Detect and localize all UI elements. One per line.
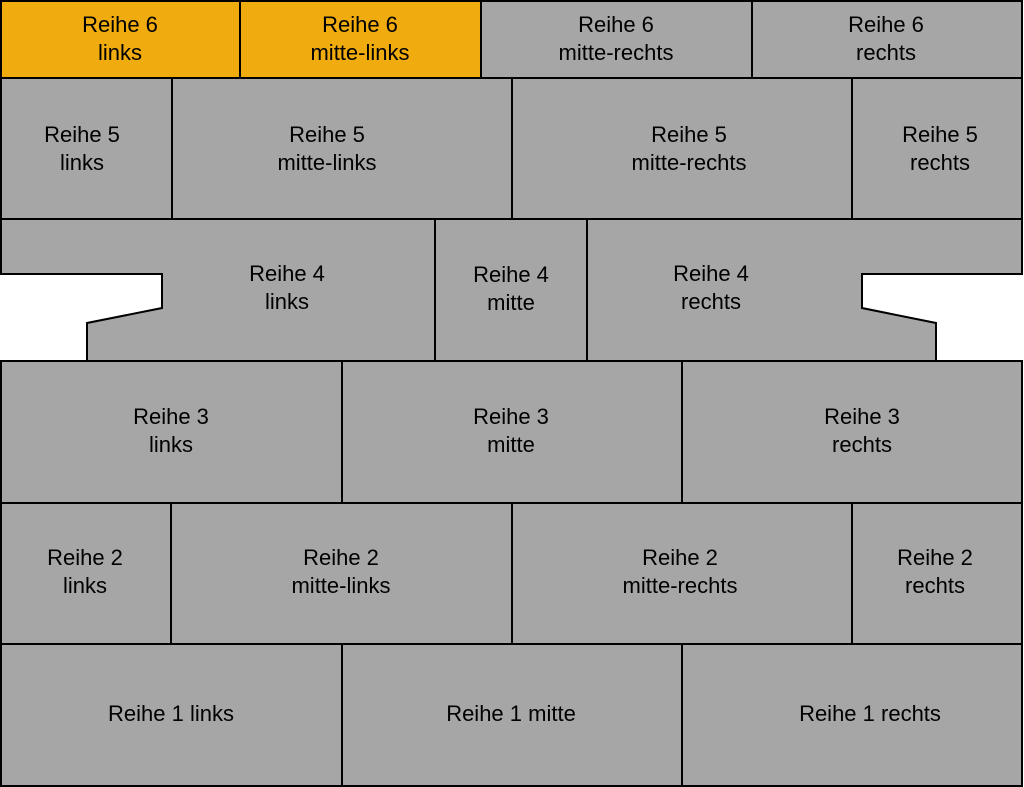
stone-r2-mitte-rechts: Reihe 2 mitte-rechts [511, 502, 853, 645]
stone-label: Reihe 6 rechts [848, 12, 924, 65]
stone-label: Reihe 6 mitte-links [310, 12, 409, 65]
stone-r3-mitte: Reihe 3 mitte [341, 360, 683, 504]
stone-label: Reihe 3 rechts [824, 404, 900, 457]
stone-label-line: mitte-rechts [623, 573, 738, 598]
stone-r3-rechts: Reihe 3 rechts [681, 360, 1023, 504]
stone-label-line: Reihe 4 [673, 261, 749, 286]
stone-label-line: links [265, 289, 309, 314]
stone-label-line: Reihe 1 mitte [446, 701, 576, 726]
stone-r5-mitte-rechts: Reihe 5 mitte-rechts [511, 77, 853, 220]
stone-r2-mitte-links: Reihe 2 mitte-links [170, 502, 513, 645]
stone-r5-mitte-links: Reihe 5 mitte-links [171, 77, 513, 220]
stone-label-line: rechts [856, 40, 916, 65]
stone-shape [0, 77, 173, 220]
stone-label: Reihe 6 mitte-rechts [559, 12, 674, 65]
stone-label-line: links [98, 40, 142, 65]
stone-label: Reihe 1 mitte [446, 701, 576, 726]
stone-label-line: Reihe 4 [473, 262, 549, 287]
stone-r2-rechts: Reihe 2 rechts [851, 502, 1023, 645]
stone-r5-links: Reihe 5 links [0, 77, 173, 220]
stone-label-line: Reihe 6 [848, 12, 924, 37]
stone-r6-mitte-links: Reihe 6 mitte-links [239, 0, 482, 79]
stone-r1-mitte: Reihe 1 mitte [341, 643, 683, 787]
stone-label-line: Reihe 3 [824, 404, 900, 429]
stone-shape [586, 218, 1023, 362]
stone-r6-links: Reihe 6 links [0, 0, 241, 79]
stone-label: Reihe 1 rechts [799, 701, 941, 726]
stone-shape [511, 77, 853, 220]
stone-r4-mitte: Reihe 4 mitte [434, 218, 588, 362]
stone-r1-links: Reihe 1 links [0, 643, 343, 787]
stone-label-line: Reihe 5 [651, 122, 727, 147]
stone-label-line: mitte-rechts [559, 40, 674, 65]
stone-shape [0, 218, 436, 362]
stone-label: Reihe 5 mitte-rechts [632, 122, 747, 175]
stone-label-line: Reihe 6 [322, 12, 398, 37]
stone-shape [681, 643, 1023, 787]
stone-label: Reihe 4 rechts [673, 261, 749, 314]
stone-label: Reihe 2 mitte-links [291, 545, 390, 598]
stone-label: Reihe 3 mitte [473, 404, 549, 457]
stone-label-line: mitte-rechts [632, 150, 747, 175]
stone-label: Reihe 3 links [133, 404, 209, 457]
stone-label-line: Reihe 5 [902, 122, 978, 147]
stone-label-line: Reihe 2 [303, 545, 379, 570]
stone-label-line: Reihe 6 [82, 12, 158, 37]
stone-label: Reihe 5 rechts [902, 122, 978, 175]
stone-shape [851, 77, 1023, 220]
stone-label-line: Reihe 2 [47, 545, 123, 570]
stone-label-line: rechts [910, 150, 970, 175]
stone-label: Reihe 5 mitte-links [277, 122, 376, 175]
stone-label-line: Reihe 2 [897, 545, 973, 570]
stone-label-line: Reihe 1 rechts [799, 701, 941, 726]
stone-label-line: mitte-links [310, 40, 409, 65]
stone-label-line: Reihe 6 [578, 12, 654, 37]
stone-shape [171, 77, 513, 220]
stone-r2-links: Reihe 2 links [0, 502, 172, 645]
stone-label-line: Reihe 1 links [108, 701, 234, 726]
stone-label-line: Reihe 2 [642, 545, 718, 570]
stone-r4-rechts: Reihe 4 rechts [586, 218, 1023, 362]
stone-r6-rechts: Reihe 6 rechts [751, 0, 1023, 79]
stone-label-line: Reihe 5 [289, 122, 365, 147]
stone-label: Reihe 4 mitte [473, 262, 549, 315]
stone-label-line: links [149, 432, 193, 457]
stone-label-line: mitte [487, 432, 535, 457]
stone-label: Reihe 1 links [108, 701, 234, 726]
stone-r6-mitte-rechts: Reihe 6 mitte-rechts [480, 0, 753, 79]
stone-label-line: links [63, 573, 107, 598]
stone-label: Reihe 6 links [82, 12, 158, 65]
stone-label: Reihe 2 mitte-rechts [623, 545, 738, 598]
stone-label-line: rechts [681, 289, 741, 314]
stone-label-line: Reihe 4 [249, 261, 325, 286]
stone-label-line: mitte [487, 290, 535, 315]
stone-label-line: links [60, 150, 104, 175]
stone-label-line: Reihe 5 [44, 122, 120, 147]
stone-label: Reihe 2 rechts [897, 545, 973, 598]
stone-label-line: Reihe 3 [133, 404, 209, 429]
stone-label-line: rechts [832, 432, 892, 457]
stone-label-line: rechts [905, 573, 965, 598]
stone-label-line: mitte-links [291, 573, 390, 598]
stone-r1-rechts: Reihe 1 rechts [681, 643, 1023, 787]
stone-label: Reihe 5 links [44, 122, 120, 175]
stone-r3-links: Reihe 3 links [0, 360, 343, 504]
stone-label: Reihe 2 links [47, 545, 123, 598]
stone-label-line: Reihe 3 [473, 404, 549, 429]
stone-r4-links: Reihe 4 links [0, 218, 436, 362]
stone-label-line: mitte-links [277, 150, 376, 175]
stone-label: Reihe 4 links [249, 261, 325, 314]
stone-r5-rechts: Reihe 5 rechts [851, 77, 1023, 220]
